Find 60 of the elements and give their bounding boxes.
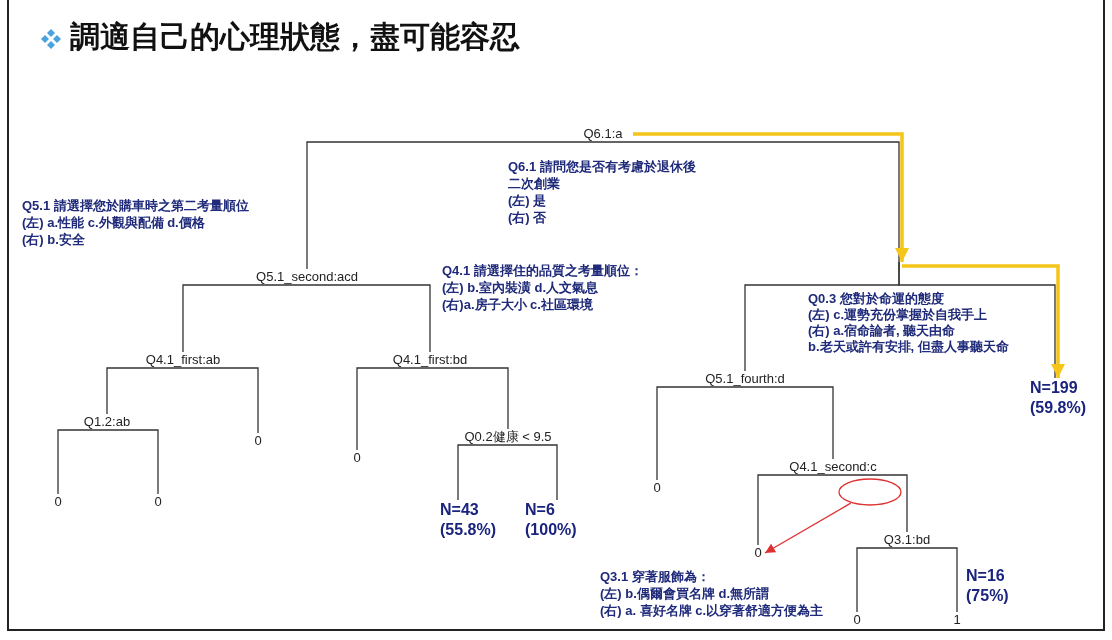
branch-line [182,367,259,434]
question-note: (左) 是 [508,192,547,209]
question-note: Q3.1 穿著服飾為： [600,568,710,585]
branch-line [306,284,431,353]
sample-size: N=6 (100%) [525,500,595,540]
branch-line [602,141,900,263]
sample-size: N=16 (75%) [966,566,1010,606]
question-note: Q6.1 請問您是否有考慮於退休後二次創業 [508,158,697,192]
leaf-value: 1 [950,612,964,628]
question-note: (左) b.室內裝潢 d.人文氣息 [442,279,598,296]
branch-line [656,386,746,481]
split-label: Q4.1_second:c [778,459,888,475]
question-note: (右) a. 喜好名牌 c.以穿著舒適方便為主 [600,602,824,619]
branch-line [106,367,184,415]
split-label: Q4.1_first:bd [380,352,480,368]
sample-size: N=199 (59.8%) [1030,378,1105,418]
branch-line [457,444,509,501]
branch-line [306,141,604,270]
branch-line [182,284,308,353]
question-note: Q0.3 您對於命運的態度 [808,290,944,307]
leaf-value: 0 [850,612,864,628]
question-note: Q4.1 請選擇住的品質之考量順位： [442,262,643,279]
arrow [633,132,909,262]
question-note: (右) a.宿命論者, 聽天由命 [808,322,956,339]
branch-line [356,367,431,451]
branch-line [856,547,908,613]
split-label: Q6.1:a [573,126,633,142]
branch-line [57,429,108,495]
leaf-value: 0 [650,480,664,496]
split-label: Q4.1_first:ab [133,352,233,368]
leaf-value: 0 [51,494,65,510]
split-label: Q5.1_fourth:d [690,371,800,387]
leaf-value: 0 [251,433,265,449]
sample-size: N=43 (55.8%) [440,500,512,540]
question-note: (左) c.運勢充份掌握於自我手上 [808,306,988,323]
leaf-value: 0 [350,450,364,466]
highlight-ellipse [838,478,902,506]
question-note: (右) 否 [508,209,547,226]
arrow [764,502,852,554]
leaf-value: 0 [151,494,165,510]
branch-line [757,474,834,546]
split-label: Q0.2健康 < 9.5 [453,429,563,445]
branch-line [832,474,908,533]
question-note: (右)a.房子大小 c.社區環境 [442,296,593,313]
question-note: (右) b.安全 [22,231,85,248]
slide-title: 調適自己的心理狀態，盡可能容忍 [70,19,520,55]
question-note: b.老天或許有安排, 但盡人事聽天命 [808,338,1009,355]
leaf-value: 0 [751,545,765,561]
branch-line [507,444,558,501]
question-note: (左) b.偶爾會買名牌 d.無所謂 [600,585,769,602]
question-note: Q5.1 請選擇您於購車時之第二考量順位 [22,197,249,214]
split-tick [896,262,902,270]
branch-line [429,367,509,430]
branch-line [744,386,834,460]
split-label: Q1.2:ab [77,414,137,430]
branch-line [106,429,159,495]
question-note: (左) a.性能 c.外觀與配備 d.價格 [22,214,205,231]
split-label: Q5.1_second:acd [252,269,362,285]
branch-line [906,547,958,613]
split-label: Q3.1:bd [877,532,937,548]
